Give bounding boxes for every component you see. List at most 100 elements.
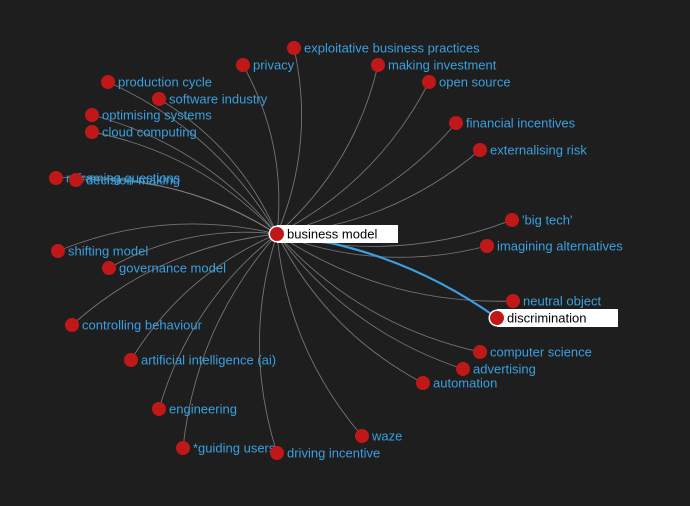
node-dot[interactable]: [456, 362, 470, 376]
node-label[interactable]: engineering: [169, 402, 237, 417]
node-dot[interactable]: [49, 171, 63, 185]
node-dot[interactable]: [236, 58, 250, 72]
node-label[interactable]: reframing questions: [66, 171, 181, 186]
node-label[interactable]: business model: [287, 227, 377, 242]
node-neutral-object[interactable]: neutral object: [506, 294, 601, 309]
node-driving-incentive[interactable]: driving incentive: [270, 446, 380, 461]
edge-exploitative-business-practices: [276, 47, 303, 235]
edge-production-cycle: [107, 81, 278, 235]
node-governance-model[interactable]: governance model: [102, 261, 226, 276]
edge-optimising-systems: [91, 114, 278, 235]
node-label[interactable]: driving incentive: [287, 446, 380, 461]
node-controlling-behaviour[interactable]: controlling behaviour: [65, 318, 203, 333]
node-label[interactable]: advertising: [473, 362, 536, 377]
node-label[interactable]: governance model: [119, 261, 226, 276]
edge-waze: [276, 233, 363, 437]
node-production-cycle[interactable]: production cycle: [101, 75, 212, 90]
node-dot[interactable]: [270, 227, 284, 241]
node-dot[interactable]: [102, 261, 116, 275]
nodes-layer: exploitative business practices privacy ma…: [49, 41, 623, 461]
node-label[interactable]: 'big tech': [522, 213, 573, 228]
hub-node-business-model[interactable]: business model: [268, 225, 399, 243]
node-automation[interactable]: automation: [416, 376, 497, 391]
node-externalising-risk[interactable]: externalising risk: [473, 143, 587, 158]
edge-guiding-users: [182, 233, 278, 449]
node-optimising-systems[interactable]: optimising systems: [85, 108, 212, 123]
node-dot[interactable]: [85, 108, 99, 122]
node-label[interactable]: shifting model: [68, 244, 148, 259]
node-open-source[interactable]: open source: [422, 75, 511, 90]
node-engineering[interactable]: engineering: [152, 402, 237, 417]
node-exploitative-business-practices[interactable]: exploitative business practices: [287, 41, 480, 56]
node-artificial-intelligence-ai[interactable]: artificial intelligence (ai): [124, 353, 276, 368]
node-label[interactable]: exploitative business practices: [304, 41, 480, 56]
node-decision-making[interactable]: decision-making: [69, 173, 180, 188]
node-label[interactable]: externalising risk: [490, 143, 587, 158]
node-dot[interactable]: [473, 345, 487, 359]
node-label[interactable]: *guiding users: [193, 441, 276, 456]
edge-controlling-behaviour: [71, 233, 278, 326]
node-imagining-alternatives[interactable]: imagining alternatives: [480, 239, 623, 254]
node-making-investment[interactable]: making investment: [371, 58, 497, 73]
node-dot[interactable]: [449, 116, 463, 130]
node-label[interactable]: artificial intelligence (ai): [141, 353, 276, 368]
node-financial-incentives[interactable]: financial incentives: [449, 116, 576, 131]
node-label[interactable]: privacy: [253, 58, 295, 73]
node-label[interactable]: production cycle: [118, 75, 212, 90]
node-label[interactable]: cloud computing: [102, 125, 197, 140]
node-dot[interactable]: [355, 429, 369, 443]
node-guiding-users[interactable]: *guiding users: [176, 441, 276, 456]
node-dot[interactable]: [124, 353, 138, 367]
node-privacy[interactable]: privacy: [236, 58, 295, 73]
edge-governance-model: [108, 231, 278, 269]
node-dot[interactable]: [152, 402, 166, 416]
node-dot[interactable]: [85, 125, 99, 139]
node-dot[interactable]: [65, 318, 79, 332]
edge-cloud-computing: [91, 131, 278, 235]
node-label[interactable]: computer science: [490, 345, 592, 360]
node-dot[interactable]: [287, 41, 301, 55]
node-dot[interactable]: [69, 173, 83, 187]
edge-decision-making: [75, 179, 278, 235]
node-label[interactable]: imagining alternatives: [497, 239, 623, 254]
node-dot[interactable]: [422, 75, 436, 89]
node-dot[interactable]: [51, 244, 65, 258]
node-label[interactable]: controlling behaviour: [82, 318, 203, 333]
node-dot[interactable]: [473, 143, 487, 157]
node-label[interactable]: neutral object: [523, 294, 601, 309]
node-label[interactable]: open source: [439, 75, 511, 90]
node-dot[interactable]: [270, 446, 284, 460]
node-big-tech[interactable]: 'big tech': [505, 213, 573, 228]
edge-driving-incentive: [259, 233, 278, 454]
node-label[interactable]: making investment: [388, 58, 497, 73]
edge-automation: [276, 233, 424, 384]
edge-neutral-object: [276, 233, 514, 302]
node-dot[interactable]: [371, 58, 385, 72]
node-advertising[interactable]: advertising: [456, 362, 536, 377]
edge-software-industry: [158, 98, 278, 235]
node-reframing-questions[interactable]: reframing questions: [49, 171, 181, 186]
node-label[interactable]: software industry: [169, 92, 268, 107]
node-dot[interactable]: [505, 213, 519, 227]
node-label[interactable]: waze: [371, 429, 402, 444]
node-computer-science[interactable]: computer science: [473, 345, 592, 360]
selected-node-discrimination[interactable]: discrimination: [488, 309, 619, 327]
node-label[interactable]: optimising systems: [102, 108, 212, 123]
node-dot[interactable]: [152, 92, 166, 106]
edge-shifting-model: [57, 223, 278, 252]
node-software-industry[interactable]: software industry: [152, 92, 268, 107]
node-label[interactable]: automation: [433, 376, 497, 391]
node-dot[interactable]: [506, 294, 520, 308]
node-dot[interactable]: [101, 75, 115, 89]
node-dot[interactable]: [176, 441, 190, 455]
node-cloud-computing[interactable]: cloud computing: [85, 125, 197, 140]
node-dot[interactable]: [480, 239, 494, 253]
node-shifting-model[interactable]: shifting model: [51, 244, 148, 259]
node-label[interactable]: discrimination: [507, 311, 586, 326]
node-label[interactable]: financial incentives: [466, 116, 576, 131]
node-waze[interactable]: waze: [355, 429, 402, 444]
node-label[interactable]: decision-making: [86, 173, 180, 188]
node-dot[interactable]: [416, 376, 430, 390]
node-dot[interactable]: [490, 311, 504, 325]
